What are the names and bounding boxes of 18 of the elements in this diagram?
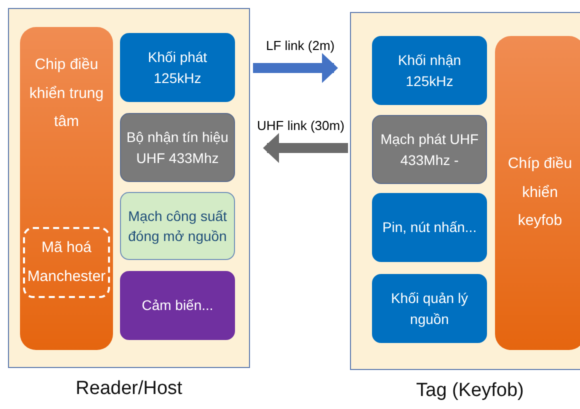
panel-title: Tag (Keyfob)	[415, 380, 525, 402]
controller-chip-box: Chíp điều khiển keyfob	[495, 36, 580, 350]
battery-button-block: Pin, nút nhấn...	[372, 193, 487, 262]
edge-label: LF link (2m)	[264, 38, 337, 53]
edge-label: UHF link (30m)	[255, 118, 346, 133]
encoder-block: Mã hoá Manchester	[23, 227, 110, 298]
receiver-block: Bộ nhận tín hiệu UHF 433Mhz	[120, 113, 235, 182]
power-management-block: Khối quản lý nguồn	[372, 274, 487, 343]
transmitter-block: Mạch phát UHF 433Mhz -	[372, 115, 487, 184]
sensor-block: Cảm biến...	[120, 271, 235, 340]
transmitter-block: Khối phát 125kHz	[120, 33, 235, 102]
arrow	[253, 53, 338, 83]
receiver-block: Khối nhận 125kHz	[372, 36, 487, 105]
arrow	[263, 133, 348, 163]
block-label: Chip điều khiển trung tâm	[28, 55, 105, 132]
controller-chip-box	[20, 27, 113, 350]
power-circuit-block: Mạch công suất đóng mở nguồn	[120, 192, 235, 260]
panel-title: Reader/Host	[74, 378, 184, 400]
